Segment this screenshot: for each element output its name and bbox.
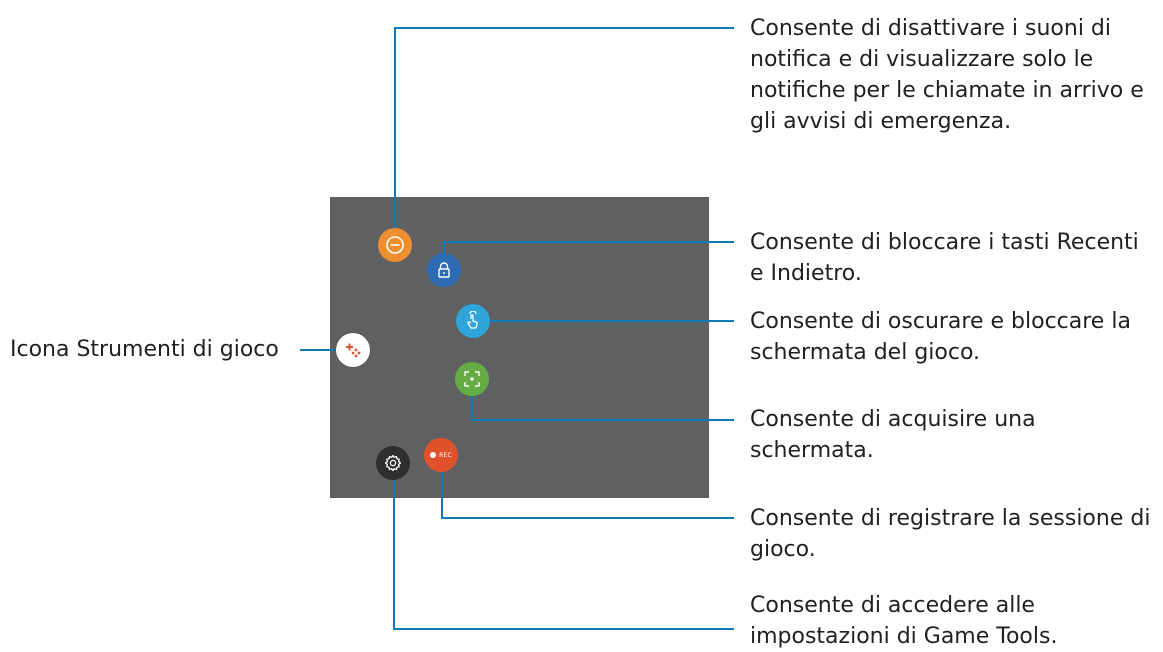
touch-lock-button[interactable] (456, 304, 490, 338)
settings-line-1: Consente di accedere alle (750, 593, 1035, 618)
no-alerts-line-1: Consente di disattivare i suoni di (750, 16, 1112, 41)
lock-keys-button[interactable] (427, 253, 461, 287)
settings-button[interactable] (376, 446, 410, 480)
leader-line-record (441, 472, 734, 519)
game-tools-icon (343, 340, 363, 360)
record-line-2: gioco. (750, 537, 816, 562)
record-button[interactable]: REC (424, 438, 458, 472)
record-description: Consente di registrare la sessione di gi… (750, 503, 1150, 565)
no-alerts-line-4: gli avvisi di emergenza. (750, 109, 1012, 134)
gear-icon (383, 453, 403, 473)
lock-screen-line-2: schermata del gioco. (750, 340, 981, 365)
lock-keys-line-1: Consente di bloccare i tasti Recenti (750, 230, 1139, 255)
record-button-label: REC (439, 451, 452, 459)
no-alerts-button[interactable] (378, 228, 412, 262)
lock-keys-line-2: e Indietro. (750, 261, 862, 286)
lock-icon (435, 261, 453, 279)
no-alerts-line-3: notifiche per le chiamate in arrivo e (750, 78, 1144, 103)
screenshot-frame-icon (462, 369, 482, 389)
minus-circle-icon (385, 235, 405, 255)
touch-lock-icon (463, 311, 483, 331)
leader-line-settings (393, 480, 734, 630)
no-alerts-description: Consente di disattivare i suoni di notif… (750, 13, 1144, 137)
settings-description: Consente di accedere alle impostazioni d… (750, 590, 1057, 652)
settings-line-2: impostazioni di Game Tools. (750, 624, 1058, 649)
screenshot-line-2: schermata. (750, 438, 874, 463)
game-tools-icon-label: Icona Strumenti di gioco (10, 337, 279, 362)
screenshot-description: Consente di acquisire una schermata. (750, 404, 1036, 466)
record-line-1: Consente di registrare la sessione di (750, 506, 1151, 531)
record-icon (430, 452, 437, 458)
leader-line-screenshot (471, 396, 734, 421)
lock-screen-description: Consente di oscurare e bloccare la scher… (750, 306, 1131, 368)
game-tools-button[interactable] (336, 333, 370, 367)
screenshot-line-1: Consente di acquisire una (750, 407, 1036, 432)
leader-line-lock-keys (443, 241, 734, 253)
lock-keys-description: Consente di bloccare i tasti Recenti e I… (750, 227, 1139, 289)
screenshot-button[interactable] (455, 362, 489, 396)
lock-screen-line-1: Consente di oscurare e bloccare la (750, 309, 1131, 334)
leader-line-no-alerts (394, 27, 734, 228)
no-alerts-line-2: notifica e di visualizzare solo le (750, 47, 1094, 72)
